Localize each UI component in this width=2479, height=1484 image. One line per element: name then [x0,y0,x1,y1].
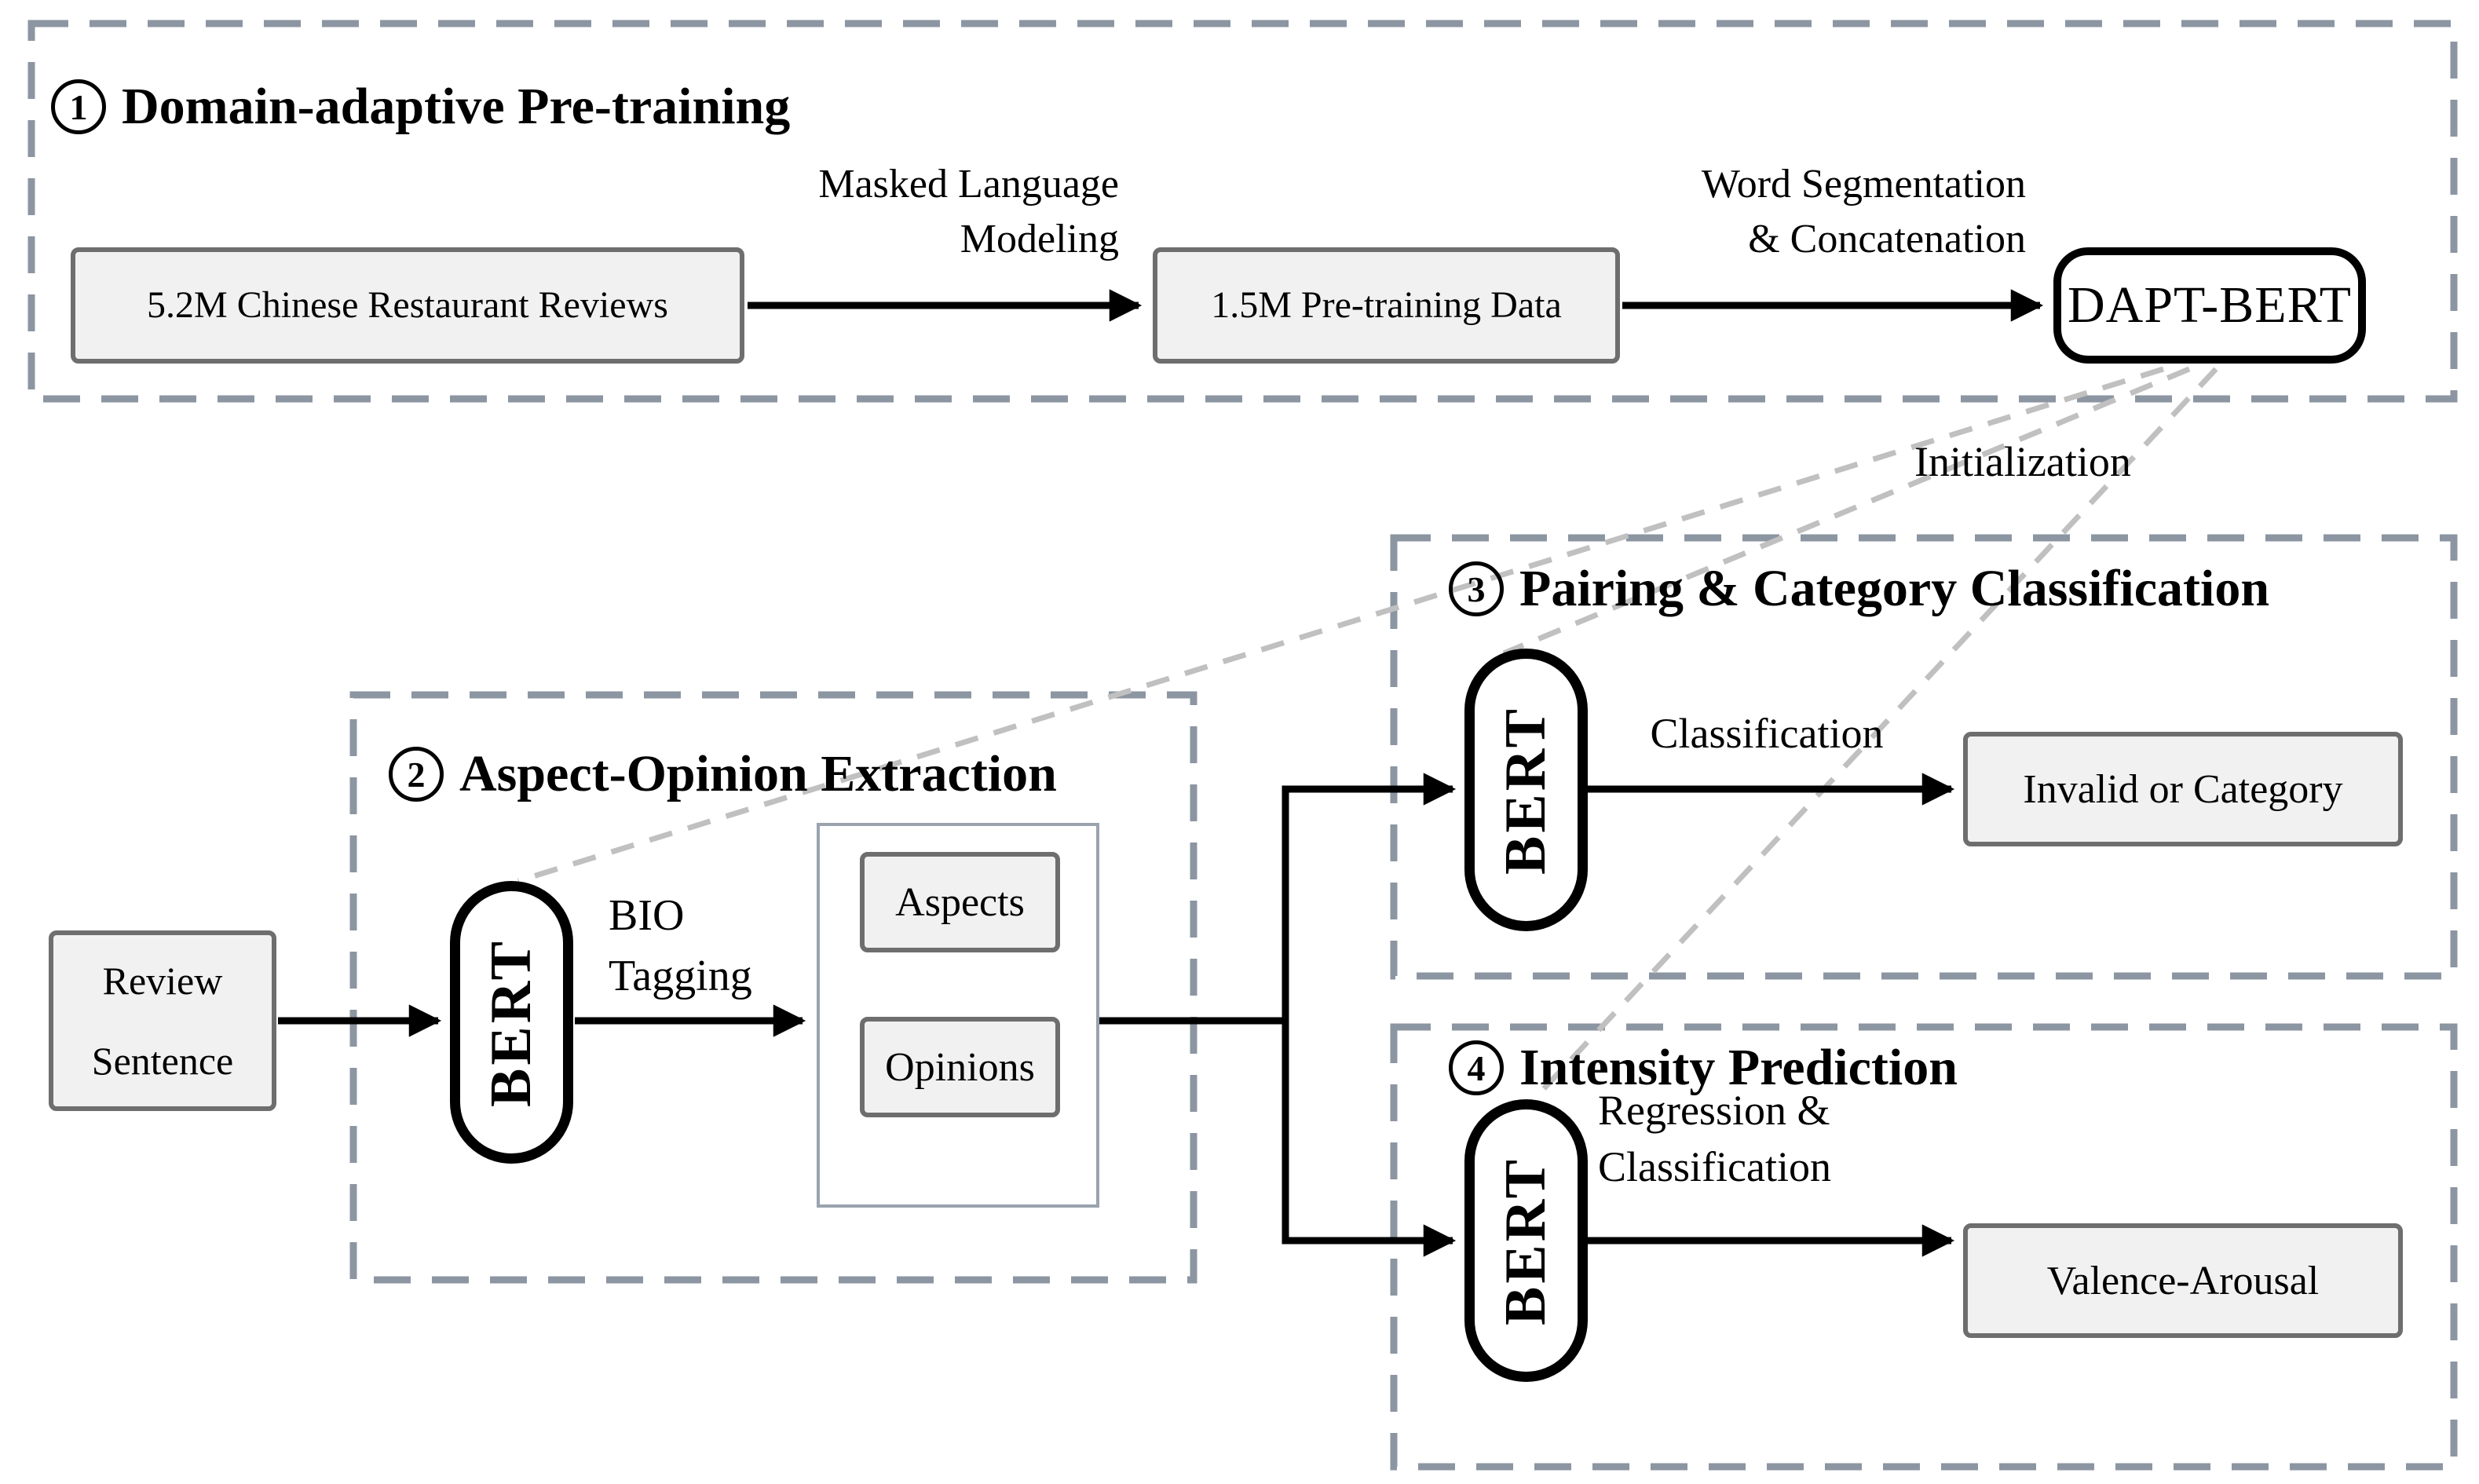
bert3-capsule: BERT [1464,649,1588,931]
bio-tagging-label: BIO Tagging [609,891,752,1001]
word-segmentation-label: Word Segmentation & Concatenation [1701,162,2026,261]
initialization-label: Initialization [1914,438,2131,485]
init-dashed-line-to-bert4 [1527,367,2218,1106]
regression-classification-label: Regression & Classification [1598,1087,1831,1191]
section1-title-text: Domain-adaptive Pre-training [122,78,791,135]
bert2-capsule: BERT [450,881,573,1164]
section1-title: 1 Domain-adaptive Pre-training [51,77,790,137]
section2-dashed-frame [349,691,1197,1284]
section1-dashed-frame [27,20,2458,403]
section1-number-badge: 1 [51,79,106,134]
init-dashed-line-to-bert2 [517,366,2165,884]
section3-dashed-frame [1390,534,2458,980]
section2-title-text: Aspect-Opinion Extraction [459,745,1057,802]
invalid-or-category-box: Invalid or Category [1963,732,2403,846]
section3-title: 3 Pairing & Category Classification [1449,559,2269,619]
aspects-box: Aspects [860,852,1060,952]
init-dashed-line-to-bert3 [1502,366,2191,656]
pretraining-data-box: 1.5M Pre-training Data [1153,247,1620,364]
bert4-capsule: BERT [1464,1099,1588,1382]
reviews-data-box: 5.2M Chinese Restaurant Reviews [71,247,744,364]
opinions-box: Opinions [860,1017,1060,1117]
section3-title-text: Pairing & Category Classification [1519,560,2270,617]
section3-number-badge: 3 [1449,561,1504,616]
section2-number-badge: 2 [389,747,444,802]
classification-label: Classification [1650,710,1884,757]
dapt-bert-box: DAPT-BERT [2053,247,2366,364]
masked-language-modeling-label: Masked Language Modeling [818,162,1119,261]
section4-title: 4 Intensity Prediction [1449,1038,1958,1098]
section4-title-text: Intensity Prediction [1519,1039,1958,1096]
review-sentence-box: Review Sentence [49,930,276,1111]
section4-dashed-frame [1390,1023,2458,1471]
section2-title: 2 Aspect-Opinion Extraction [389,744,1057,804]
branch-to-bert3-and-bert4 [1282,773,1457,1257]
valence-arousal-box: Valence-Arousal [1963,1223,2403,1338]
section4-number-badge: 4 [1449,1040,1504,1095]
